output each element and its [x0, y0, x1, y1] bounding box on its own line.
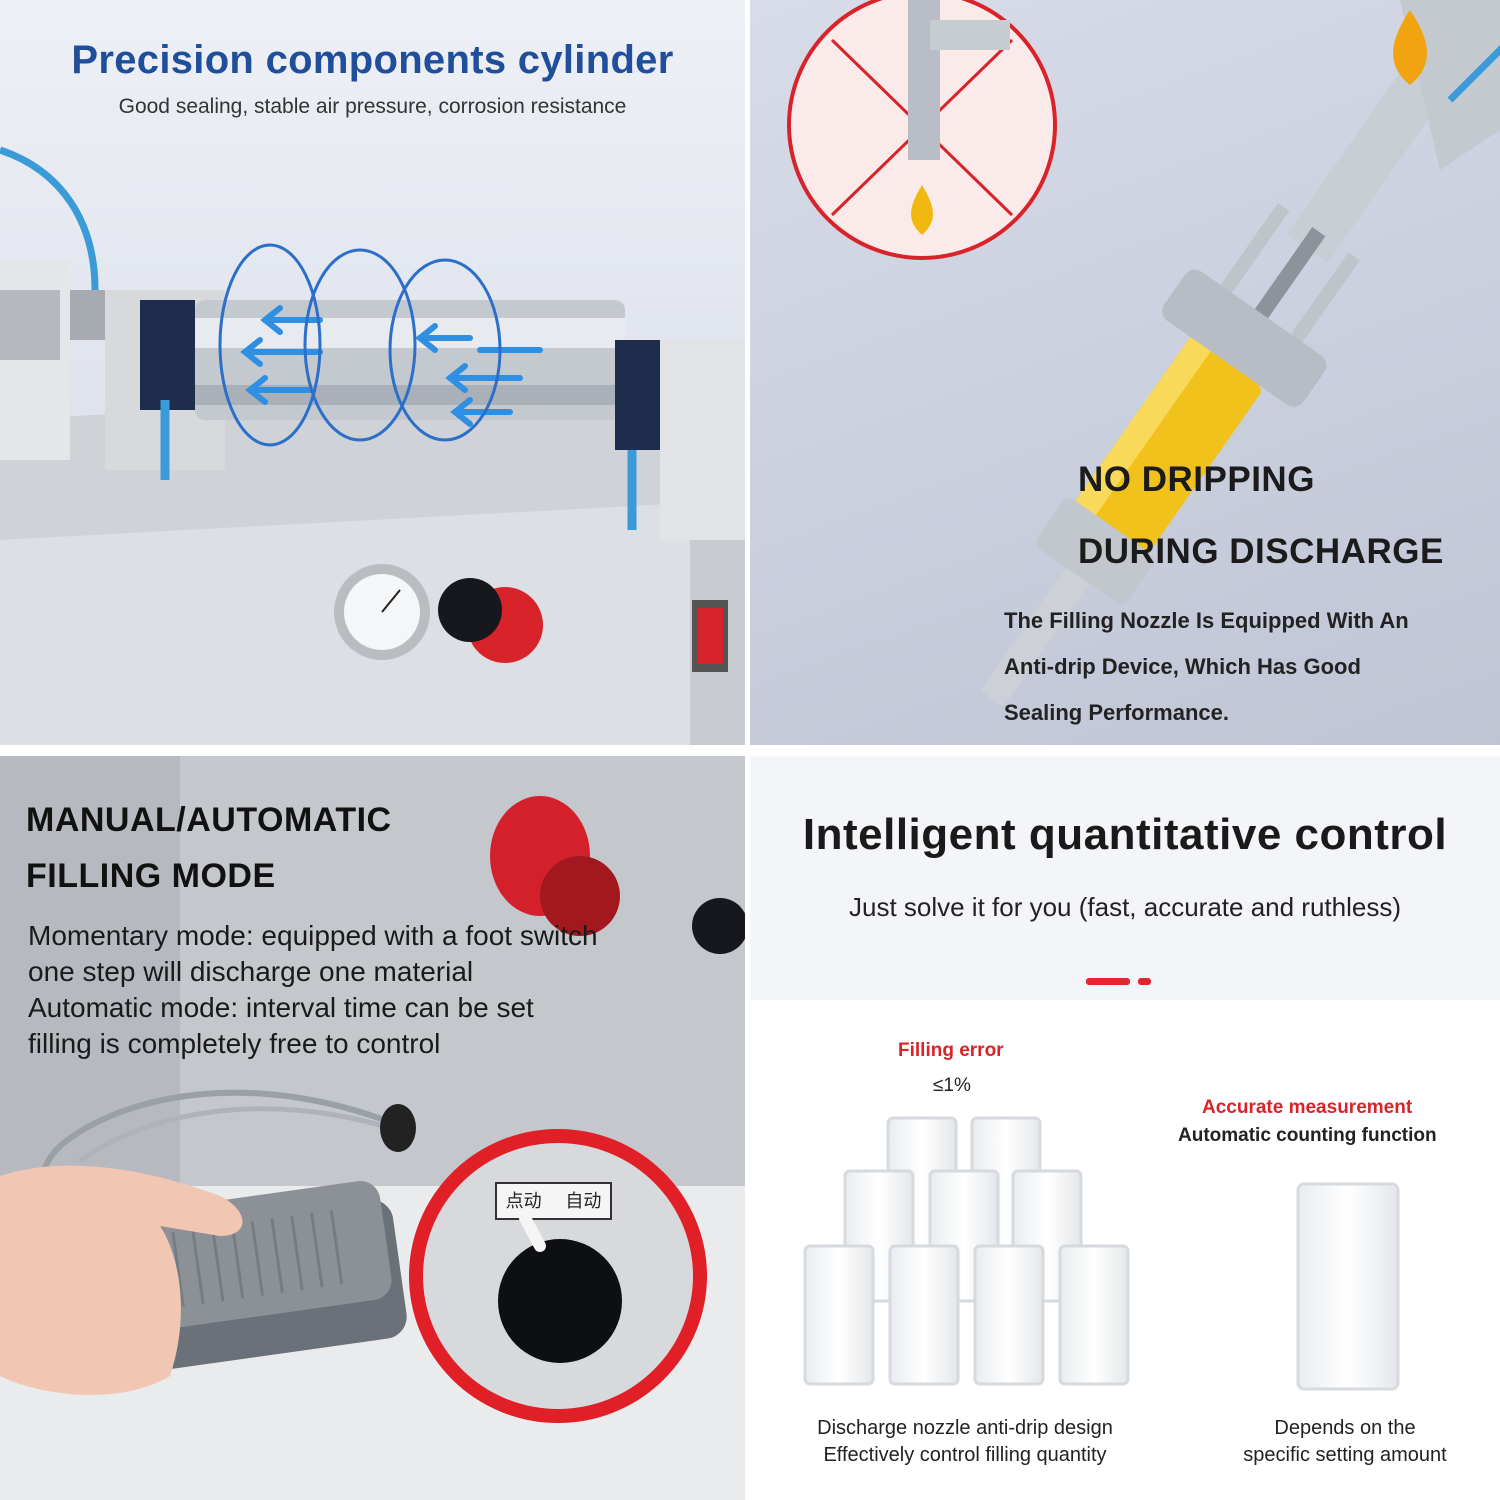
nozzle-description: The Filling Nozzle Is Equipped With An A…	[1004, 598, 1484, 736]
mode-switch-label: 点动 自动	[496, 1187, 611, 1213]
filling-mode-heading: MANUAL/AUTOMATIC FILLING MODE	[26, 792, 392, 904]
cylinder-title: Precision components cylinder	[71, 38, 674, 82]
mode-desc-line: filling is completely free to control	[28, 1028, 441, 1059]
accent-bar	[1086, 978, 1130, 985]
control-subtitle: Just solve it for you (fast, accurate an…	[848, 892, 1402, 922]
right-caption-line: specific setting amount	[1243, 1444, 1447, 1466]
milk-glass	[1058, 1244, 1130, 1386]
accent-dot	[1138, 978, 1151, 985]
nozzle-illustration	[787, 0, 1500, 707]
panel-divider-horizontal	[0, 745, 1500, 756]
nozzle-desc-line: The Filling Nozzle Is Equipped With An	[1004, 608, 1409, 633]
switch-label-jog: 点动	[505, 1191, 542, 1212]
milk-glass	[803, 1244, 875, 1386]
filling-mode-heading-line: MANUAL/AUTOMATIC	[26, 801, 392, 839]
foot-switch-illustration	[0, 756, 745, 1500]
filling-mode-description: Momentary mode: equipped with a foot swi…	[28, 918, 598, 1062]
left-caption-line: Effectively control filling quantity	[823, 1444, 1107, 1466]
milk-glass	[888, 1244, 960, 1386]
filling-mode-panel: 点动 自动	[0, 756, 745, 1500]
cylinder-panel: Precision components cylinder Good seali…	[0, 0, 745, 745]
filling-mode-heading-line: FILLING MODE	[26, 857, 276, 895]
no-dripping-heading-2: DURING DISCHARGE	[1078, 532, 1444, 571]
mode-desc-line: one step will discharge one material	[28, 956, 474, 987]
right-caption: Depends on the specific setting amount	[1205, 1415, 1485, 1469]
quantitative-control-panel	[750, 756, 1500, 1500]
no-dripping-heading-1: NO DRIPPING	[1078, 460, 1315, 499]
nozzle-panel: NO DRIPPING DURING DISCHARGE The Filling…	[750, 0, 1500, 748]
milk-glass	[973, 1244, 1045, 1386]
glass-stack	[803, 1116, 1130, 1386]
accurate-measurement-label: Accurate measurement	[1202, 1097, 1413, 1118]
control-title: Intelligent quantitative control	[802, 810, 1448, 859]
left-caption: Discharge nozzle anti-drip design Effect…	[775, 1415, 1155, 1469]
mode-desc-line: Momentary mode: equipped with a foot swi…	[28, 920, 598, 951]
filling-error-value: ≤1%	[933, 1075, 971, 1096]
cylinder-illustration	[0, 146, 745, 745]
mode-desc-line: Automatic mode: interval time can be set	[28, 992, 534, 1023]
left-caption-line: Discharge nozzle anti-drip design	[817, 1417, 1113, 1439]
auto-counting-label: Automatic counting function	[1178, 1125, 1437, 1146]
filling-error-label: Filling error	[898, 1040, 1004, 1061]
cylinder-subtitle: Good sealing, stable air pressure, corro…	[118, 95, 627, 118]
switch-label-auto: 自动	[565, 1191, 602, 1212]
glasses-illustration	[750, 756, 1500, 1391]
nozzle-desc-line: Sealing Performance.	[1004, 700, 1229, 725]
nozzle-desc-line: Anti-drip Device, Which Has Good	[1004, 654, 1361, 679]
right-caption-line: Depends on the	[1274, 1417, 1416, 1439]
